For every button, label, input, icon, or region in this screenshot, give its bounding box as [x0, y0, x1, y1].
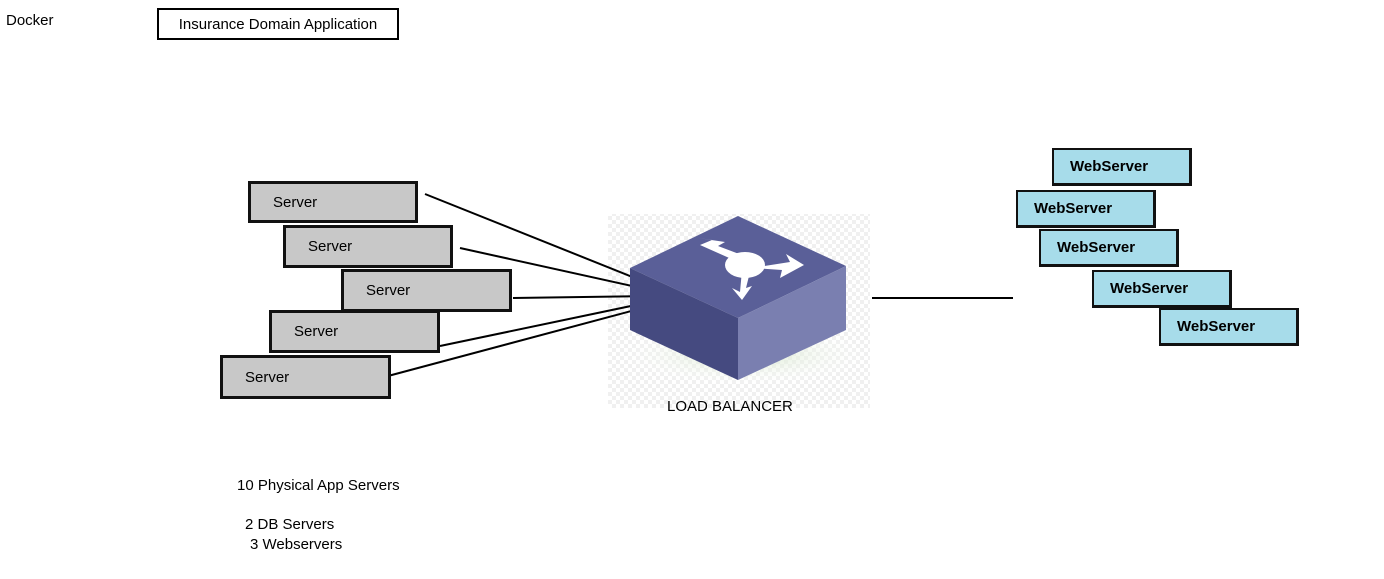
- app-server-label: Server: [294, 323, 339, 340]
- app-server-5: Server: [220, 355, 391, 399]
- balancer-side-face: [738, 266, 846, 380]
- server-line-1: [424, 193, 651, 285]
- web-server-label: WebServer: [1057, 239, 1136, 256]
- balancer-arrows-icon: [698, 238, 804, 300]
- app-server-3: Server: [341, 269, 512, 312]
- web-server-label: WebServer: [1070, 158, 1149, 175]
- router-icon: [630, 216, 846, 380]
- app-server-2: Server: [283, 225, 453, 268]
- web-server-label: WebServer: [1034, 200, 1113, 217]
- web-server-1: WebServer: [1052, 148, 1192, 186]
- app-server-4: Server: [269, 310, 440, 353]
- web-server-label: WebServer: [1110, 280, 1189, 297]
- note-webservers: 3 Webservers: [250, 536, 343, 553]
- web-server-label: WebServer: [1177, 318, 1256, 335]
- app-server-label: Server: [273, 193, 318, 211]
- server-line-4: [439, 301, 651, 347]
- balancer-front-face: [630, 268, 738, 380]
- docker-label: Docker: [6, 12, 54, 29]
- app-server-label: Server: [366, 282, 411, 299]
- server-line-5: [387, 305, 651, 377]
- server-connection-lines: [387, 193, 651, 377]
- server-line-2: [459, 247, 651, 291]
- web-server-5: WebServer: [1159, 308, 1299, 346]
- web-server-2: WebServer: [1016, 190, 1156, 228]
- app-server-label: Server: [245, 368, 290, 386]
- note-db-servers: 2 DB Servers: [245, 516, 335, 533]
- load-balancer-caption: LOAD BALANCER: [667, 398, 793, 415]
- web-server-4: WebServer: [1092, 270, 1232, 308]
- application-title-box: Insurance Domain Application: [157, 8, 399, 40]
- note-physical-app-servers: 10 Physical App Servers: [237, 477, 400, 494]
- web-server-3: WebServer: [1039, 229, 1179, 267]
- app-server-label: Server: [308, 238, 353, 255]
- server-line-3: [512, 295, 651, 299]
- app-server-1: Server: [248, 181, 418, 223]
- application-title: Insurance Domain Application: [178, 15, 378, 33]
